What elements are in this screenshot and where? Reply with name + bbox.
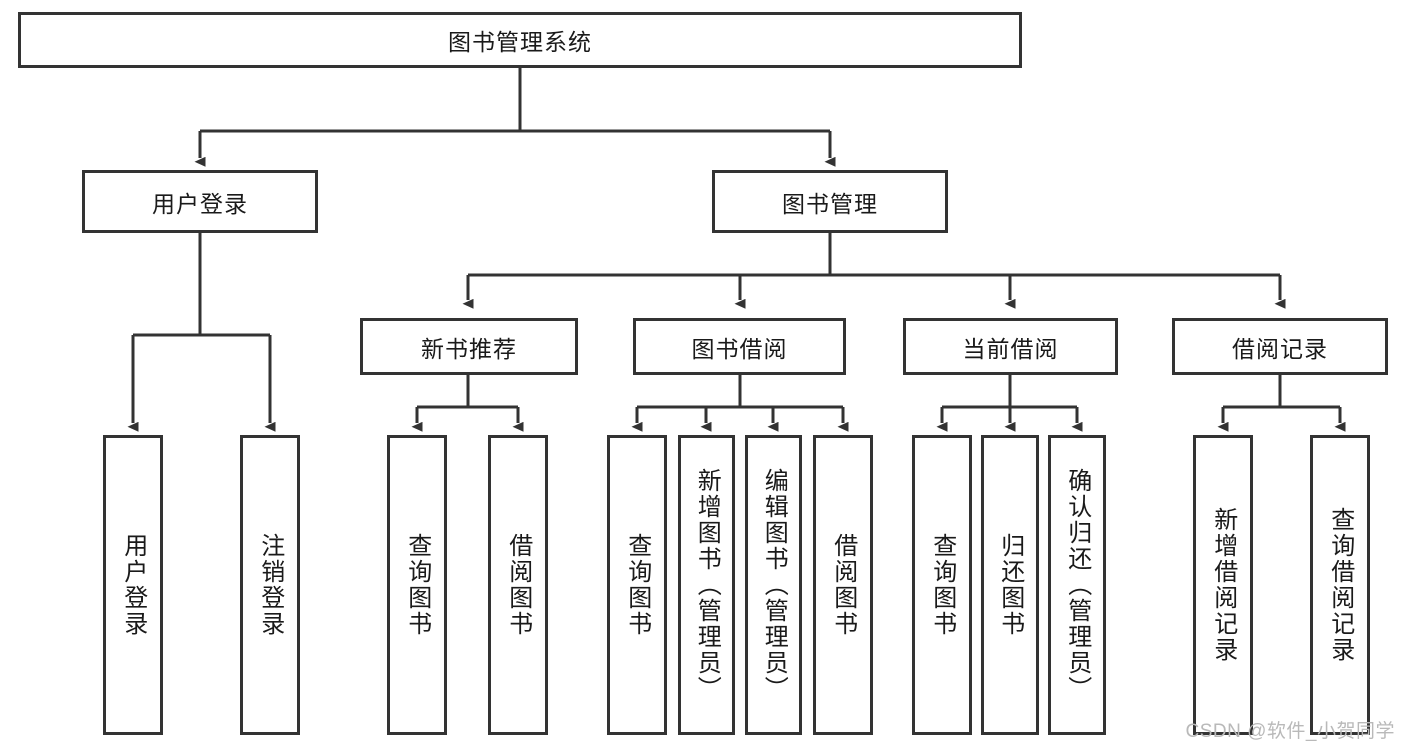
leaf-current-query-book[interactable]: 查询图书	[912, 435, 972, 735]
node-label: 确认归还（管理员）	[1063, 468, 1091, 702]
node-label: 注销登录	[256, 533, 284, 637]
node-label: 用户登录	[152, 190, 248, 217]
leaf-current-return-book[interactable]: 归还图书	[981, 435, 1039, 735]
leaf-record-add-record[interactable]: 新增借阅记录	[1193, 435, 1253, 735]
node-borrow-record[interactable]: 借阅记录	[1172, 318, 1388, 375]
leaf-user-login-logout[interactable]: 注销登录	[240, 435, 300, 735]
node-label: 借阅图书	[504, 533, 532, 637]
leaf-current-confirm-return-admin[interactable]: 确认归还（管理员）	[1048, 435, 1106, 735]
node-new-book-recommend[interactable]: 新书推荐	[360, 318, 578, 375]
node-label: 编辑图书（管理员）	[760, 468, 788, 702]
node-label: 归还图书	[996, 533, 1024, 637]
node-book-management[interactable]: 图书管理	[712, 170, 948, 233]
node-label: 图书借阅	[691, 335, 788, 362]
node-label: 查询图书	[928, 533, 956, 637]
leaf-borrow-borrow-book[interactable]: 借阅图书	[813, 435, 873, 735]
leaf-borrow-query-book[interactable]: 查询图书	[607, 435, 667, 735]
node-label: 图书管理系统	[448, 29, 592, 55]
node-label: 用户登录	[119, 533, 147, 637]
node-label: 新增图书（管理员）	[693, 468, 721, 702]
node-label: 借阅记录	[1232, 335, 1328, 362]
node-label: 查询借阅记录	[1326, 507, 1354, 663]
node-label: 当前借阅	[962, 335, 1059, 362]
node-label: 查询图书	[623, 533, 651, 637]
node-root-book-management-system[interactable]: 图书管理系统	[18, 12, 1022, 68]
leaf-recommend-borrow-book[interactable]: 借阅图书	[488, 435, 548, 735]
node-label: 新增借阅记录	[1209, 507, 1237, 663]
leaf-recommend-query-book[interactable]: 查询图书	[387, 435, 447, 735]
node-label: 图书管理	[782, 190, 878, 217]
leaf-record-query-record[interactable]: 查询借阅记录	[1310, 435, 1370, 735]
leaf-borrow-edit-book-admin[interactable]: 编辑图书（管理员）	[745, 435, 802, 735]
node-book-borrow[interactable]: 图书借阅	[633, 318, 846, 375]
node-label: 借阅图书	[829, 533, 857, 637]
node-label: 新书推荐	[421, 335, 517, 362]
node-label: 查询图书	[403, 533, 431, 637]
leaf-borrow-add-book-admin[interactable]: 新增图书（管理员）	[678, 435, 735, 735]
node-current-borrow[interactable]: 当前借阅	[903, 318, 1118, 375]
node-user-login[interactable]: 用户登录	[82, 170, 318, 233]
leaf-user-login-login[interactable]: 用户登录	[103, 435, 163, 735]
